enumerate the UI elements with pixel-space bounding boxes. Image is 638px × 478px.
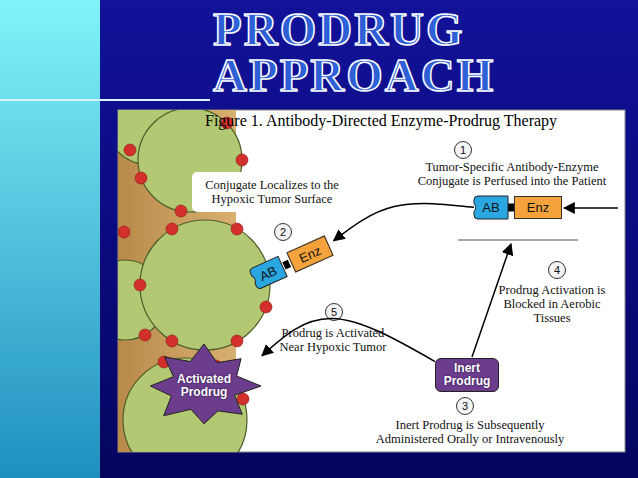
tumor-tissue bbox=[118, 110, 272, 452]
step-text: Inert Prodrug is Subsequently Administer… bbox=[362, 418, 578, 446]
block-line bbox=[458, 240, 578, 241]
antibody-outline bbox=[249, 256, 287, 289]
receptor-dot bbox=[118, 226, 130, 238]
receptor-dot bbox=[166, 335, 178, 347]
node-text: Enz bbox=[527, 200, 549, 215]
callout-number: 4 bbox=[548, 261, 566, 279]
receptor-dot bbox=[124, 144, 136, 156]
step-text: Tumor-Specific Antibody-Enzyme Conjugate… bbox=[405, 160, 619, 188]
step-text: Prodrug is Activated Near Hypoxic Tumor bbox=[272, 326, 394, 354]
flow-arrow bbox=[334, 204, 474, 241]
receptor-dot bbox=[134, 279, 146, 291]
receptor-dot bbox=[139, 329, 151, 341]
receptor-dot bbox=[236, 154, 248, 166]
receptor-dot bbox=[260, 301, 272, 313]
node-text: Activated Prodrug bbox=[168, 373, 240, 399]
antibody-shape: AB bbox=[474, 196, 508, 219]
receptor-dot bbox=[175, 205, 187, 217]
enzyme-box: Enz bbox=[514, 196, 562, 219]
figure-caption: Figure 1. Antibody-Directed Enzyme-Prodr… bbox=[205, 112, 557, 130]
node-text: Inert Prodrug bbox=[436, 362, 498, 388]
flow-arrow bbox=[262, 319, 435, 362]
starburst-outline bbox=[150, 344, 261, 424]
infusion-arrow bbox=[564, 207, 618, 209]
callout-number: 3 bbox=[456, 397, 474, 415]
step-text: Prodrug Activation is Blocked in Aerobic… bbox=[490, 283, 614, 325]
node-text: AB bbox=[482, 200, 499, 215]
callout-number: 1 bbox=[454, 141, 472, 159]
slide-title: PRODRUG APPROACH bbox=[213, 6, 513, 98]
tumor-cell bbox=[140, 220, 270, 350]
receptor-dot bbox=[237, 393, 249, 405]
starburst: Activated Prodrug bbox=[146, 343, 262, 429]
receptor-dot bbox=[231, 335, 243, 347]
receptor-dot bbox=[166, 223, 178, 235]
receptor-dot bbox=[135, 172, 147, 184]
receptor-dot bbox=[231, 223, 243, 235]
prodrug-box: Inert Prodrug bbox=[435, 358, 499, 392]
callout-number: 2 bbox=[274, 223, 292, 241]
node-text: Conjugate Localizes to the Hypoxic Tumor… bbox=[196, 178, 348, 206]
note-box: Conjugate Localizes to the Hypoxic Tumor… bbox=[192, 172, 352, 212]
antibody-outline bbox=[474, 196, 508, 219]
divider-line bbox=[0, 99, 210, 101]
side-strip bbox=[0, 0, 100, 478]
callout-number: 5 bbox=[325, 303, 343, 321]
